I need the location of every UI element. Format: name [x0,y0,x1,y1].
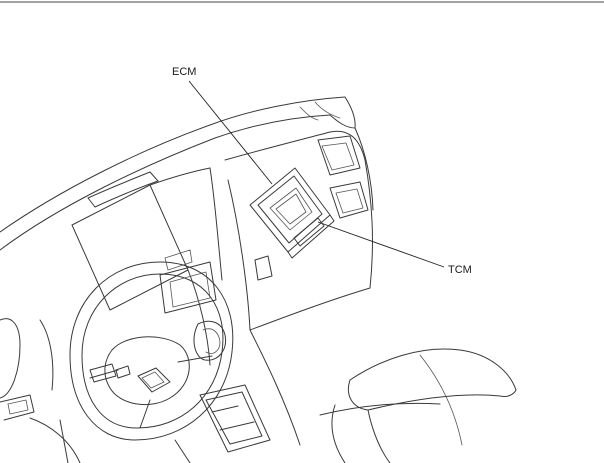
dashboard-top-surface [0,96,374,251]
center-console-lower [174,329,301,463]
ecm-tcm-module [249,167,335,259]
lower-left-dash [0,318,81,463]
passenger-seat [319,348,517,463]
ecm-label: ECM [172,66,196,78]
tcm-leader-line [317,221,445,268]
steering-wheel [69,261,234,441]
ecm-leader-line [188,80,273,185]
callout-tcm: TCM [317,221,472,276]
tcm-label: TCM [448,264,472,276]
callout-ecm: ECM [172,66,273,185]
dashboard-center-panel [71,167,227,366]
dashboard-right-side [224,130,373,331]
